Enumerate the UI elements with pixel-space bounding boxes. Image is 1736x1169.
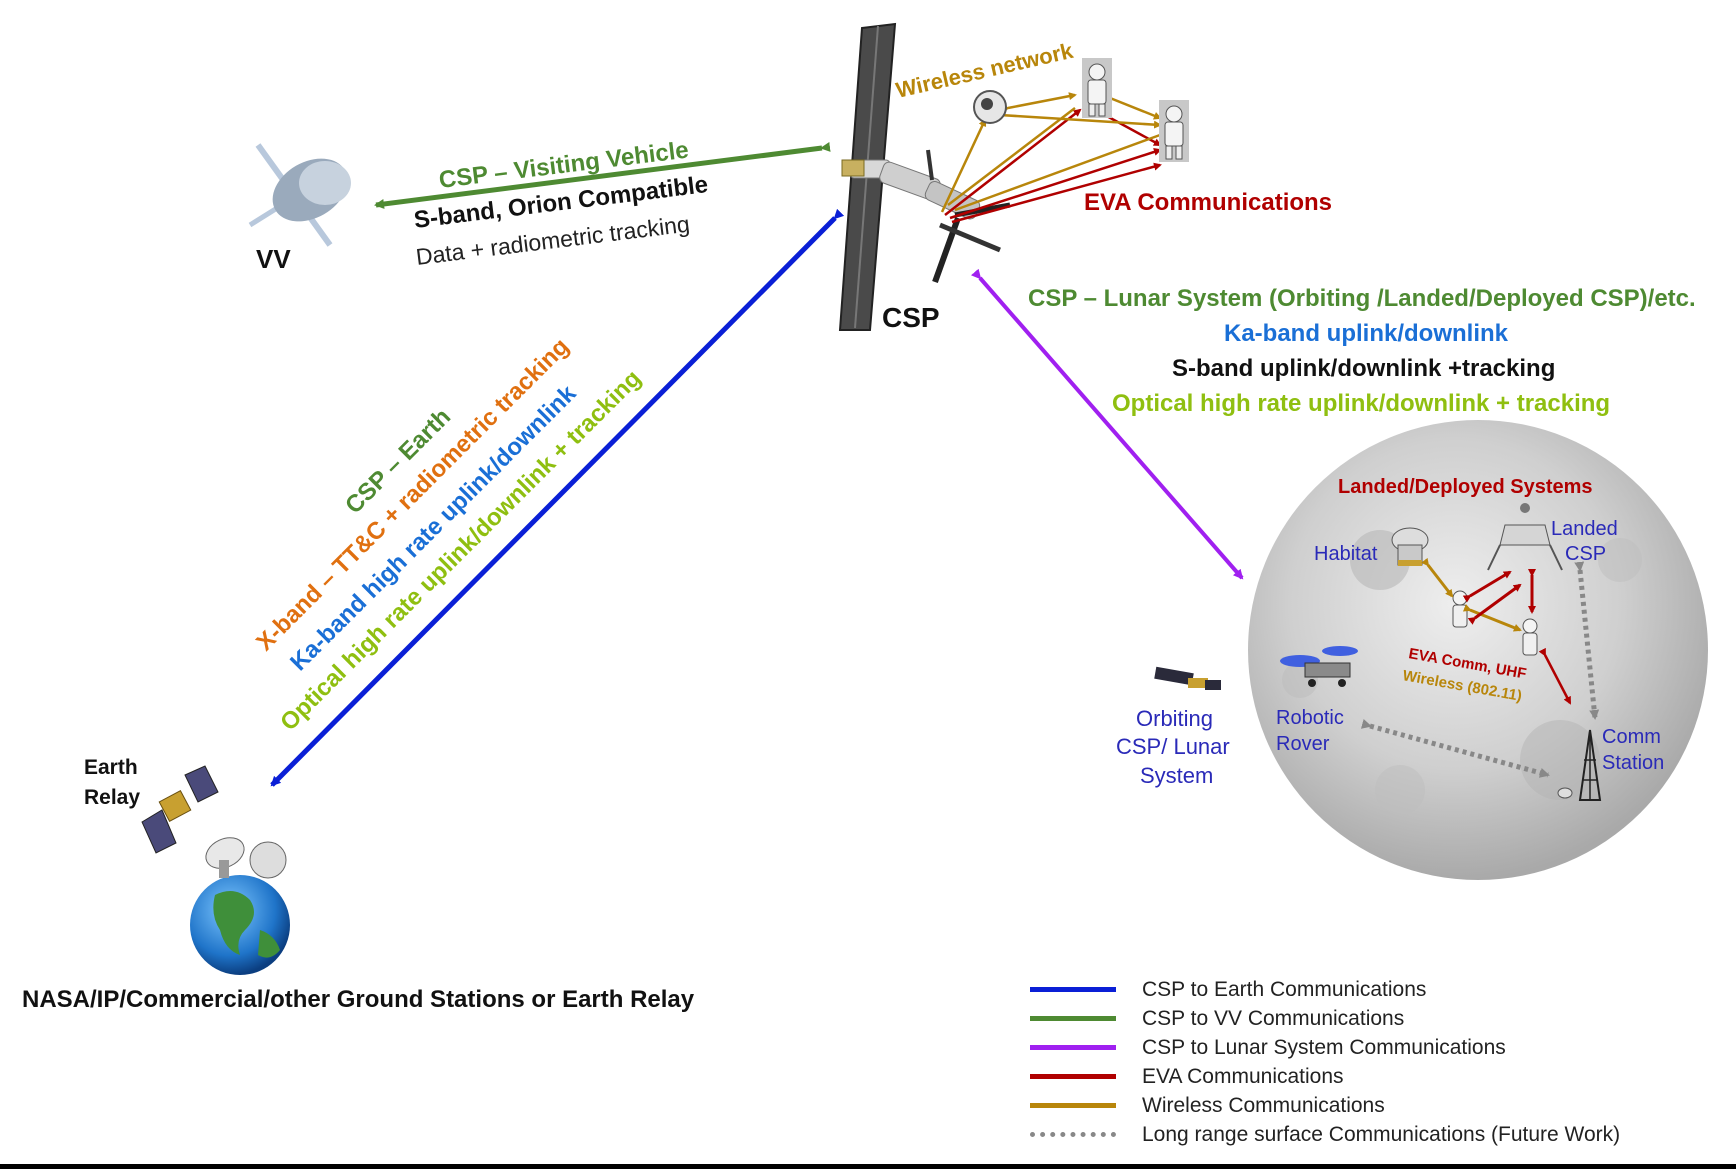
satellite-icon [141, 765, 219, 854]
comm-station-label-1: Comm [1602, 726, 1661, 748]
legend-swatch-wireless [1030, 1103, 1116, 1108]
earth-globe-icon [190, 875, 290, 975]
legend-item: Wireless Communications [1030, 1091, 1710, 1120]
eva-communications-label: EVA Communications [1084, 189, 1332, 216]
comm-station-label-2: Station [1602, 752, 1665, 774]
legend-item: CSP to Earth Communications [1030, 975, 1710, 1004]
lander-icon [1487, 503, 1563, 571]
legend-item: EVA Communications [1030, 1062, 1710, 1091]
legend-label: Long range surface Communications (Futur… [1142, 1122, 1621, 1146]
legend-item: Long range surface Communications (Futur… [1030, 1120, 1710, 1149]
visiting-vehicle-icon [248, 143, 351, 247]
legend-label: Wireless Communications [1142, 1093, 1385, 1117]
vv-label: VV [256, 244, 291, 274]
earth-relay-label-2: Relay [84, 786, 141, 809]
csp-lunar-arrow [970, 268, 1244, 580]
legend-label: EVA Communications [1142, 1064, 1344, 1088]
lunar-link-line3: S-band uplink/downlink +tracking [1172, 355, 1556, 382]
lunar-eva-links [1360, 557, 1600, 778]
lunar-link-line2: Ka-band uplink/downlink [1224, 320, 1508, 347]
gateway-station-icon [838, 22, 1011, 331]
landed-csp-label-1: Landed [1551, 518, 1618, 540]
earth-relay-label-1: Earth [84, 756, 138, 779]
habitat-icon [1391, 527, 1429, 566]
satellite-icon [1154, 666, 1221, 690]
landed-csp-label-2: CSP [1565, 543, 1607, 565]
ground-stations-label: NASA/IP/Commercial/other Ground Stations… [22, 986, 695, 1013]
legend: CSP to Earth Communications CSP to VV Co… [1030, 975, 1710, 1149]
rover-icon [1280, 646, 1358, 687]
lunar-link-line1: CSP – Lunar System (Orbiting /Landed/Dep… [1028, 285, 1696, 312]
legend-swatch-earth [1030, 987, 1116, 992]
rover-label-2: Rover [1276, 733, 1330, 755]
legend-swatch-eva [1030, 1074, 1116, 1079]
moon-title: Landed/Deployed Systems [1338, 476, 1593, 498]
lunar-link-line4: Optical high rate uplink/downlink + trac… [1112, 390, 1611, 417]
astronaut-icon [1452, 590, 1468, 628]
legend-label: CSP to VV Communications [1142, 1006, 1405, 1030]
ground-antenna-icon [205, 837, 287, 879]
orbiting-label-1: Orbiting [1136, 706, 1214, 731]
legend-label: CSP to Earth Communications [1142, 977, 1427, 1001]
legend-swatch-vv [1030, 1016, 1116, 1021]
wireless-drone-icon [973, 90, 1007, 124]
legend-item: CSP to VV Communications [1030, 1004, 1710, 1033]
legend-swatch-future [1030, 1132, 1116, 1137]
earth-link-line4: Optical high rate uplink/downlink + trac… [275, 365, 646, 736]
csp-vv-arrow [374, 142, 831, 209]
legend-swatch-lunar [1030, 1045, 1116, 1050]
habitat-label: Habitat [1314, 543, 1378, 565]
csp-label: CSP [882, 302, 940, 333]
astronaut-icon [1522, 618, 1538, 656]
csp-earth-arrow [270, 208, 845, 787]
orbiting-label-3: System [1140, 763, 1214, 788]
rover-label-1: Robotic [1276, 707, 1344, 729]
astronaut-icon [1082, 58, 1112, 118]
legend-label: CSP to Lunar System Communications [1142, 1035, 1506, 1059]
astronaut-icon [1159, 100, 1189, 162]
legend-item: CSP to Lunar System Communications [1030, 1033, 1710, 1062]
comm-tower-icon [1557, 729, 1602, 801]
orbiting-label-2: CSP/ Lunar [1116, 734, 1230, 759]
